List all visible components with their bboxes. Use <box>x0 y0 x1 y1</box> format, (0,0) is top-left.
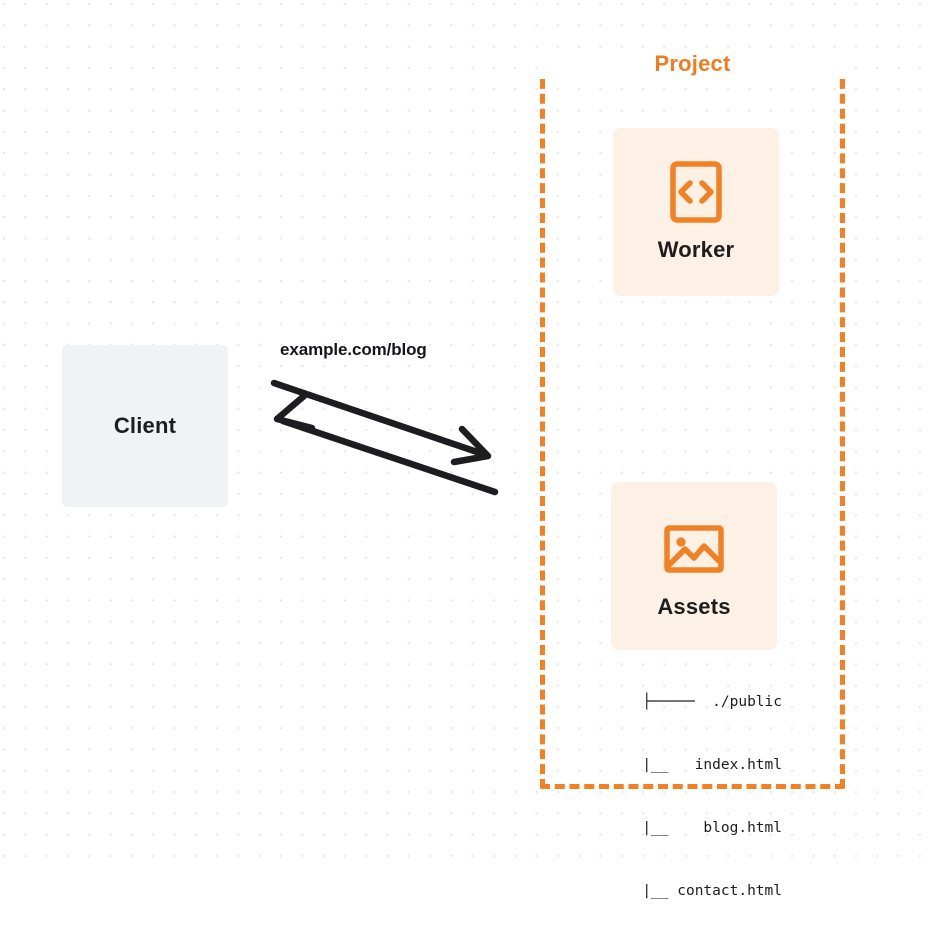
diagram-canvas: Client example.com/blog Project Worker <box>0 0 938 899</box>
client-label: Client <box>113 413 177 438</box>
tree-row: ├───── ./public <box>642 694 782 710</box>
tree-row: |__ blog.html <box>616 820 782 836</box>
project-title-text: Project <box>648 51 737 76</box>
worker-node[interactable]: Worker <box>613 128 779 296</box>
connection-url-label: example.com/blog <box>280 340 427 359</box>
assets-label: Assets <box>657 594 731 619</box>
client-node[interactable]: Client <box>62 345 228 507</box>
worker-label: Worker <box>657 237 735 262</box>
request-arrow <box>270 379 492 466</box>
asset-file-tree: ├───── ./public |__ index.html |__ blog.… <box>586 650 782 944</box>
tree-row: |__ contact.html <box>616 883 782 899</box>
project-title: Project <box>540 50 845 79</box>
bidirectional-arrows <box>270 379 499 496</box>
image-picture-icon <box>664 525 724 573</box>
response-arrow <box>273 392 499 496</box>
tree-row: |__ index.html <box>616 757 782 773</box>
assets-node[interactable]: Assets <box>611 482 777 650</box>
code-brackets-icon <box>670 161 722 223</box>
